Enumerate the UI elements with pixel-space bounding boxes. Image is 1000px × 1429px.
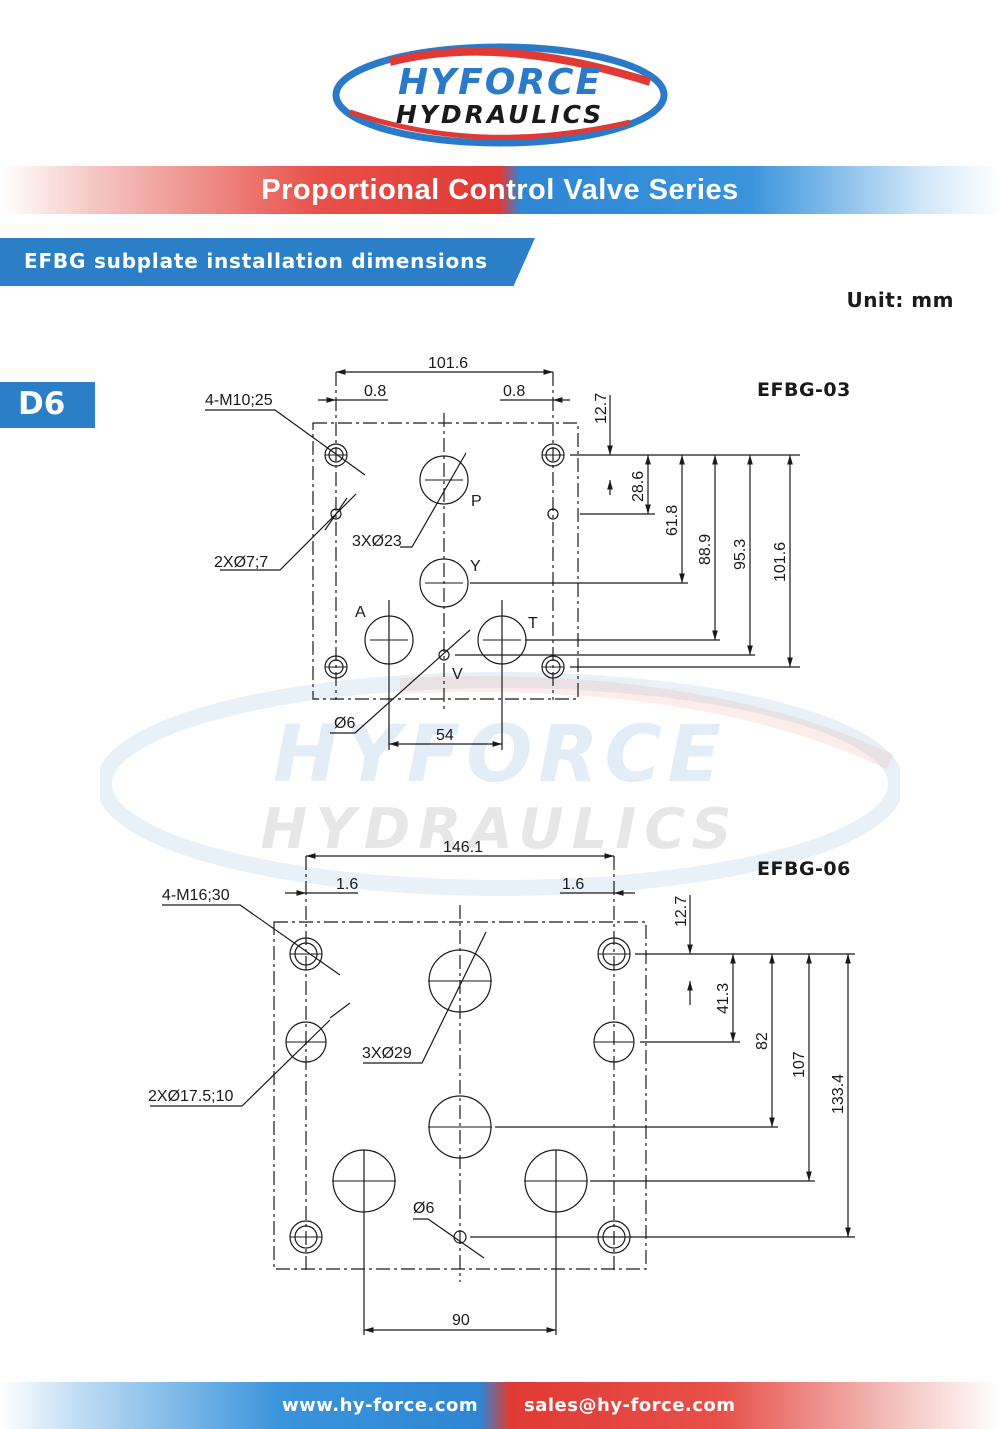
efbg03-callout-small: Ø6 — [334, 715, 355, 732]
efbg06-dim-d1: 12.7 — [673, 896, 690, 927]
efbg03-dim-width: 101.6 — [428, 355, 468, 372]
efbg06-callout-ports: 3XØ29 — [362, 1045, 412, 1062]
efbg03-labels: 101.6 0.8 0.8 12.7 28.6 61.8 88.9 95.3 1… — [205, 355, 789, 744]
efbg03-dim-d4: 88.9 — [697, 534, 714, 565]
series-title: Proportional Control Valve Series — [261, 174, 739, 206]
efbg03-dim-offset-right: 0.8 — [503, 383, 525, 400]
efbg03-pin-hole — [547, 508, 559, 520]
efbg03-callout-pin: 2XØ7;7 — [214, 554, 268, 571]
efbg06-callout-bolt: 4-M16;30 — [162, 887, 230, 904]
efbg03-dim-d1: 12.7 — [593, 393, 610, 424]
efbg03-dim-bottom: 54 — [436, 727, 454, 744]
efbg03-model-label: EFBG-03 — [757, 379, 851, 401]
logo-line1: HYFORCE — [397, 62, 603, 103]
efbg03-dim-d6: 101.6 — [772, 542, 789, 582]
efbg03-pin-hole — [330, 508, 342, 520]
efbg06-dim-d2: 41.3 — [715, 983, 732, 1014]
efbg06-dim-d4: 107 — [791, 1051, 808, 1078]
efbg03-port-y — [419, 558, 469, 608]
efbg06-dim-d3: 82 — [754, 1032, 771, 1050]
logo-line2: HYDRAULICS — [395, 100, 605, 129]
efbg03-callout-bolt: 4-M10;25 — [205, 392, 273, 409]
efbg03-dim-offset-left: 0.8 — [364, 383, 386, 400]
series-banner: Proportional Control Valve Series — [0, 166, 1000, 214]
efbg03-dim-d2: 28.6 — [630, 471, 647, 502]
page-tag-label: D6 — [18, 386, 66, 422]
efbg03-port-p — [419, 455, 469, 505]
watermark-ellipse-icon — [100, 672, 900, 896]
efbg06-labels: 146.1 1.6 1.6 12.7 41.3 82 107 133.4 90 … — [148, 839, 847, 1329]
efbg06-dim-offset-left: 1.6 — [336, 876, 358, 893]
efbg06-dim-offset-right: 1.6 — [562, 876, 584, 893]
watermark: HYFORCE HYDRAULICS — [100, 672, 900, 902]
section-tab: EFBG subplate installation dimensions — [0, 238, 535, 286]
efbg03-port-v — [438, 649, 450, 661]
footer-website-link[interactable]: www.hy-force.com — [282, 1395, 479, 1416]
efbg06-callout-small: Ø6 — [413, 1200, 434, 1217]
section-title: EFBG subplate installation dimensions — [24, 249, 488, 273]
efbg03-dim-d3: 61.8 — [664, 505, 681, 536]
efbg03-port-label-a: A — [355, 604, 366, 621]
efbg03-outline — [312, 422, 579, 700]
efbg06-drawing — [150, 853, 855, 1335]
efbg06-callout-pin: 2XØ17.5;10 — [148, 1088, 234, 1105]
page-tag: D6 — [0, 382, 95, 428]
efbg03-port-label-y: Y — [470, 558, 481, 575]
efbg03-port-label-t: T — [528, 615, 538, 632]
efbg06-dim-width: 146.1 — [443, 839, 483, 856]
efbg03-drawing — [205, 369, 800, 750]
efbg06-dim-bottom: 90 — [452, 1312, 470, 1329]
efbg03-port-label-v: V — [452, 666, 463, 683]
watermark-line2: HYDRAULICS — [260, 797, 740, 862]
brand-logo: HYFORCE HYDRAULICS — [330, 42, 670, 148]
efbg03-port-label-p: P — [471, 493, 482, 510]
efbg06-dim-d5: 133.4 — [830, 1074, 847, 1114]
footer-band: www.hy-force.com sales@hy-force.com — [0, 1382, 1000, 1429]
efbg03-dim-d5: 95.3 — [732, 539, 749, 570]
logo-ellipse-icon — [332, 43, 668, 147]
efbg03-callout-ports: 3XØ23 — [352, 533, 402, 550]
efbg06-model-label: EFBG-06 — [757, 858, 851, 880]
efbg03-port-a — [364, 615, 414, 665]
watermark-line1: HYFORCE — [273, 710, 727, 800]
unit-label: Unit: mm — [846, 288, 954, 312]
footer-email-link[interactable]: sales@hy-force.com — [524, 1395, 736, 1416]
